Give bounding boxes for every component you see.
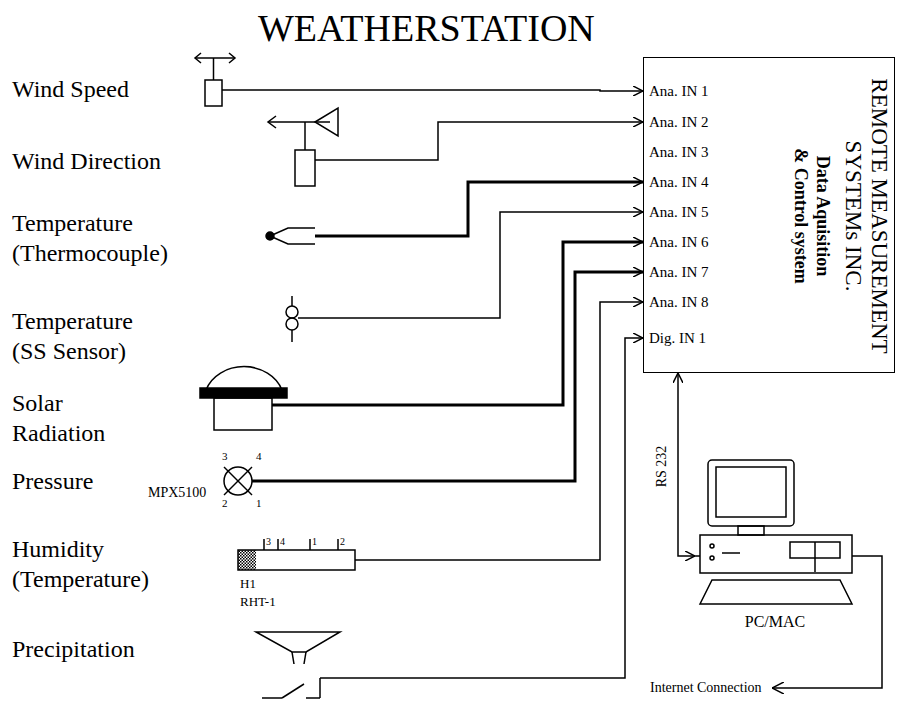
input-label: Ana. IN 3 bbox=[649, 143, 709, 161]
sensor-label: Wind Speed bbox=[12, 74, 129, 104]
anemometer bbox=[195, 53, 235, 106]
pin-number-holder: 4 bbox=[280, 536, 285, 548]
pin-number-holder: 1 bbox=[256, 497, 262, 510]
pin-number: 3 bbox=[222, 450, 228, 463]
sensor-label-holder: Precipitation bbox=[12, 634, 135, 664]
pin-number-holder: 4 bbox=[256, 450, 262, 463]
computer bbox=[695, 460, 852, 604]
sensor-label-holder: Wind Direction bbox=[12, 146, 161, 176]
daq-box: REMOTE MEASUREMENT SYSTEMs INC.Data Aqui… bbox=[643, 57, 895, 373]
input-label: Ana. IN 1 bbox=[649, 82, 709, 100]
sensor-label-holder: Wind Speed bbox=[12, 74, 129, 104]
input-label-holder: Ana. IN 2 bbox=[649, 113, 709, 131]
input-label: Dig. IN 1 bbox=[649, 329, 706, 347]
input-label: Ana. IN 4 bbox=[649, 173, 709, 191]
rain-gauge bbox=[256, 632, 340, 698]
serial-link bbox=[678, 373, 695, 556]
signal-wire bbox=[305, 212, 643, 318]
input-label: Ana. IN 6 bbox=[649, 233, 709, 251]
pin-number: 3 bbox=[266, 536, 271, 548]
pin-number: 2 bbox=[340, 536, 345, 548]
input-label-holder: Ana. IN 1 bbox=[649, 82, 709, 100]
pin-number: 1 bbox=[256, 497, 262, 510]
system-name: Data Aquisition & Control system bbox=[790, 147, 834, 286]
humidity-sensor: Humidity (Temperature) H1RHT-1 bbox=[8, 532, 355, 614]
pin-number-holder: 3 bbox=[266, 536, 271, 548]
ss-temperature-sensor: Temperature (SS Sensor) bbox=[8, 304, 305, 372]
thermocouple-sensor: Temperature (Thermocouple) bbox=[8, 206, 315, 272]
input-label-holder: Ana. IN 7 bbox=[649, 263, 709, 281]
company-name: REMOTE MEASUREMENT SYSTEMs INC. bbox=[840, 64, 892, 368]
pin-number-holder: 1 bbox=[312, 536, 317, 548]
sensor-label-holder: Solar Radiation bbox=[12, 388, 142, 448]
signal-wire bbox=[287, 242, 643, 405]
pin-number: 4 bbox=[256, 450, 262, 463]
sensor-label-holder: Temperature (Thermocouple) bbox=[12, 208, 182, 268]
signal-wire bbox=[315, 122, 643, 160]
signal-wire bbox=[355, 302, 643, 560]
network-label: Internet Connection bbox=[650, 679, 762, 696]
pin-number: 2 bbox=[222, 497, 228, 510]
input-label: Ana. IN 8 bbox=[649, 293, 709, 311]
network-label-holder: Internet Connection bbox=[650, 679, 762, 696]
input-label-holder: Ana. IN 6 bbox=[649, 233, 709, 251]
sensor-label: Temperature (Thermocouple) bbox=[12, 208, 182, 268]
part-number: H1 bbox=[240, 576, 256, 592]
solid-state-sensor bbox=[286, 296, 305, 342]
wind-direction-sensor: Wind Direction bbox=[8, 140, 315, 188]
signal-wire bbox=[340, 338, 643, 678]
sensor-label: PC/MAC bbox=[695, 612, 855, 632]
thermocouple-symbol bbox=[266, 228, 315, 244]
signal-wire bbox=[222, 90, 643, 91]
diagram-title-holder: WEATHERSTATION bbox=[258, 6, 595, 50]
part-number-holder: MPX5100 bbox=[148, 484, 206, 502]
sensor-label-holder: Temperature (SS Sensor) bbox=[12, 306, 162, 366]
pressure-sensor: PressureMPX5100 bbox=[8, 462, 252, 504]
sensor-label-holder: Pressure bbox=[12, 466, 93, 496]
pressure-sensor bbox=[224, 467, 252, 495]
pin-number-holder: 3 bbox=[222, 450, 228, 463]
edge-label: RS 232 bbox=[654, 443, 671, 489]
sensor-label: Humidity (Temperature) bbox=[12, 534, 182, 594]
pin-number: 4 bbox=[280, 536, 285, 548]
precipitation-sensor: Precipitation bbox=[8, 630, 340, 702]
input-label: Ana. IN 5 bbox=[649, 203, 709, 221]
computer: PC/MAC bbox=[695, 455, 859, 640]
wind-speed-sensor: Wind Speed bbox=[8, 72, 222, 108]
input-label-holder: Ana. IN 8 bbox=[649, 293, 709, 311]
edge-label-holder: RS 232 bbox=[654, 443, 671, 489]
pin-number-holder: 2 bbox=[340, 536, 345, 548]
sensor-label: Temperature (SS Sensor) bbox=[12, 306, 162, 366]
input-label-holder: Ana. IN 5 bbox=[649, 203, 709, 221]
sensor-label-holder: Humidity (Temperature) bbox=[12, 534, 182, 594]
part-number: MPX5100 bbox=[148, 484, 206, 502]
rotated-caption: REMOTE MEASUREMENT SYSTEMs INC.Data Aqui… bbox=[790, 64, 892, 368]
input-label-holder: Ana. IN 3 bbox=[649, 143, 709, 161]
diagram-title: WEATHERSTATION bbox=[258, 6, 595, 50]
input-label-holder: Dig. IN 1 bbox=[649, 329, 706, 347]
sensor-label: Pressure bbox=[12, 466, 93, 496]
sensor-label-holder: PC/MAC bbox=[695, 612, 855, 632]
pin-number-holder: 2 bbox=[222, 497, 228, 510]
input-label: Ana. IN 7 bbox=[649, 263, 709, 281]
part-number-holder: RHT-1 bbox=[240, 594, 276, 610]
input-label-holder: Ana. IN 4 bbox=[649, 173, 709, 191]
solar-radiation-sensor: Solar Radiation bbox=[8, 362, 287, 452]
pin-number: 1 bbox=[312, 536, 317, 548]
sensor-label: Precipitation bbox=[12, 634, 135, 664]
sensor-label: Wind Direction bbox=[12, 146, 161, 176]
signal-wire bbox=[315, 182, 643, 236]
pyranometer bbox=[200, 367, 287, 430]
sensor-label: Solar Radiation bbox=[12, 388, 142, 448]
wind-vane bbox=[268, 108, 338, 186]
part-number-holder: H1 bbox=[240, 576, 256, 592]
part-number: RHT-1 bbox=[240, 594, 276, 610]
humidity-sensor bbox=[238, 539, 355, 570]
input-label: Ana. IN 2 bbox=[649, 113, 709, 131]
signal-wire bbox=[252, 272, 643, 481]
